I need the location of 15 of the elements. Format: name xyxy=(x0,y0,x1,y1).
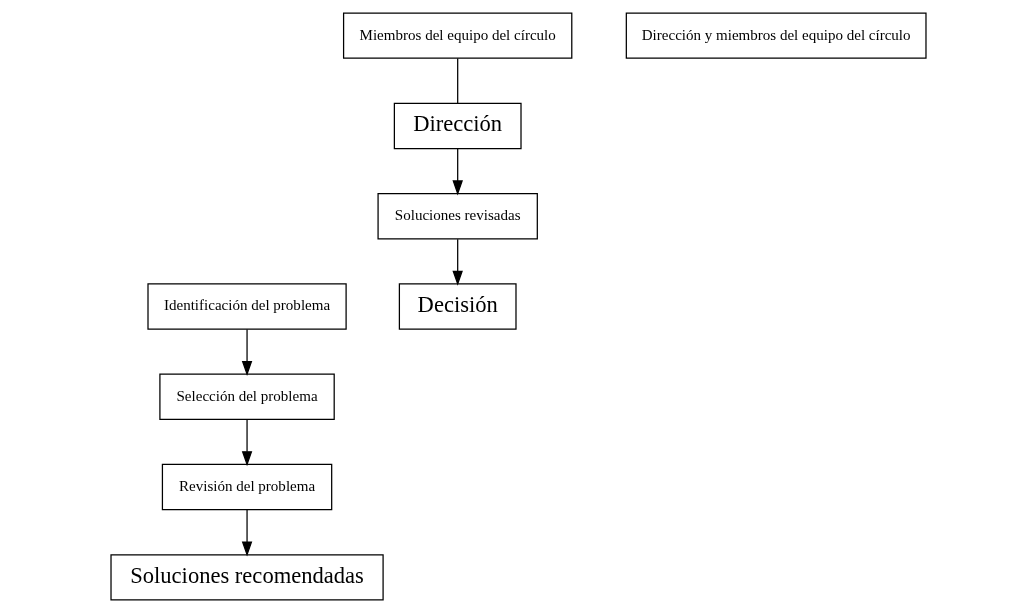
node-box: Selección del problema xyxy=(158,373,335,420)
arrow xyxy=(241,509,252,557)
arrow xyxy=(451,238,463,286)
node-box: Identificación del problema xyxy=(146,283,347,330)
node-box: Revisión del problema xyxy=(161,463,332,511)
arrow xyxy=(241,419,252,467)
node-box: Miembros del equipo del círculo xyxy=(342,12,572,59)
node-box: Soluciones revisadas xyxy=(376,193,538,240)
node-box: Dirección xyxy=(393,102,522,150)
node-box: Dirección y miembros del equipo del círculo xyxy=(625,12,927,59)
node-box: Decisión xyxy=(398,283,517,330)
node-box: Soluciones recomendadas xyxy=(109,554,384,601)
arrow xyxy=(451,148,463,196)
arrow xyxy=(241,328,252,376)
connector xyxy=(456,58,458,104)
